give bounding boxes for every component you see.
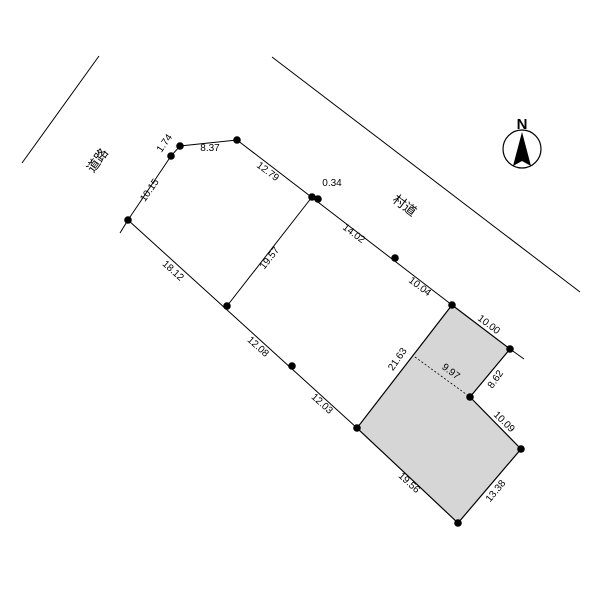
right-road-edge — [271, 56, 581, 293]
dimension-label: 19.57 — [258, 245, 282, 272]
boundary-point — [167, 152, 175, 160]
boundary-point — [517, 445, 525, 453]
north-arrow-icon: N — [502, 116, 542, 169]
boundary-point — [308, 193, 316, 201]
boundary-point — [391, 254, 399, 262]
left-road-edge — [21, 55, 100, 164]
dimension-label: 8.37 — [200, 143, 220, 154]
dimension-label: 14.02 — [340, 222, 367, 246]
parcel-outline — [127, 139, 453, 429]
inner-boundary-19-57 — [226, 196, 313, 307]
dimension-label: 18.12 — [160, 259, 186, 284]
boundary-point — [506, 345, 514, 353]
boundary-point — [223, 302, 231, 310]
compass-circle — [502, 129, 542, 169]
boundary-points — [124, 136, 525, 527]
boundary-point — [314, 195, 322, 203]
boundary-point — [448, 301, 456, 309]
boundary-point — [454, 519, 462, 527]
compass-needle — [513, 132, 531, 166]
dimension-label: 10.15 — [138, 177, 162, 204]
dimension-label: 10.04 — [406, 275, 433, 299]
dimension-label: 1.74 — [155, 132, 175, 155]
boundary-point — [466, 393, 474, 401]
boundary-point — [124, 216, 132, 224]
dimension-label: 0.34 — [322, 178, 342, 189]
boundary-point — [353, 424, 361, 432]
boundary-point — [176, 142, 184, 150]
north-letter: N — [517, 116, 528, 133]
inner-diagonal-dashed — [414, 356, 471, 398]
left-road-label: 道路 — [84, 145, 111, 175]
boundary-point — [233, 136, 241, 144]
boundary-point — [288, 362, 296, 370]
right-road-label: 村道 — [390, 192, 420, 220]
